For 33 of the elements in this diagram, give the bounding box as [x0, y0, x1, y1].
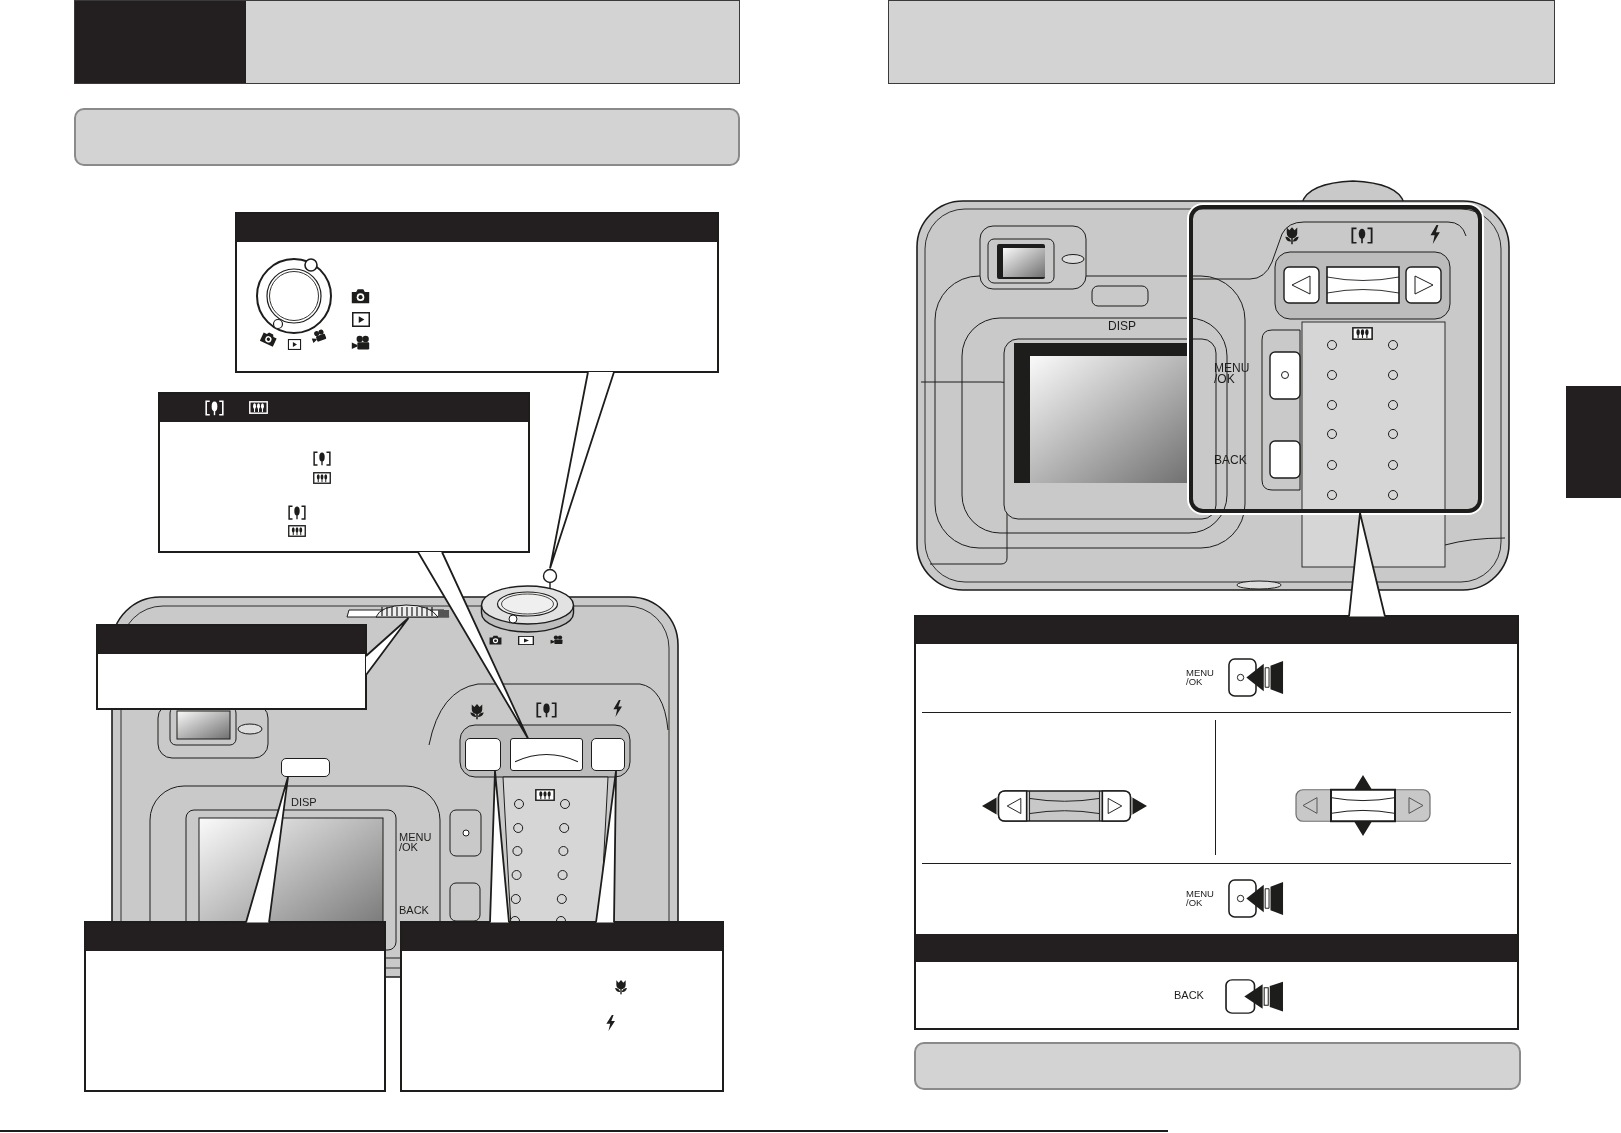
button-label: BACK — [1174, 990, 1204, 1001]
button-label: MENU /OK — [1186, 889, 1214, 907]
callout-pointer — [489, 770, 510, 924]
callout-pointer — [1348, 512, 1386, 618]
note-bar — [74, 108, 740, 166]
callout-pointer — [595, 770, 617, 924]
part-label: BACK — [1214, 454, 1247, 466]
camera-button — [465, 738, 501, 771]
part-label: MENU /OK — [1214, 363, 1250, 385]
camera-button — [591, 738, 625, 771]
callout-pointer — [245, 776, 289, 924]
power-switch — [346, 604, 450, 618]
instruction-panel — [914, 615, 1519, 1030]
part-label: DISP — [1108, 320, 1136, 332]
callout-pointer — [549, 370, 615, 569]
side-tab — [1566, 386, 1621, 498]
part-label: BACK — [399, 905, 429, 916]
title-band — [888, 0, 1555, 84]
callout-box — [400, 921, 724, 1092]
section-tab — [75, 1, 246, 83]
camera-button — [281, 758, 330, 777]
highlight-frame — [1189, 205, 1482, 513]
button-label: MENU /OK — [1186, 668, 1214, 686]
callout-box — [235, 212, 719, 373]
title-band — [74, 0, 740, 84]
part-label: DISP — [291, 797, 317, 808]
rocker-button — [510, 738, 583, 771]
mode-dial — [480, 568, 575, 634]
part-label: MENU /OK — [399, 832, 432, 852]
callout-box — [84, 921, 386, 1092]
callout-pointer — [364, 617, 409, 676]
callout-pointer — [417, 550, 529, 739]
note-bar — [914, 1042, 1521, 1090]
